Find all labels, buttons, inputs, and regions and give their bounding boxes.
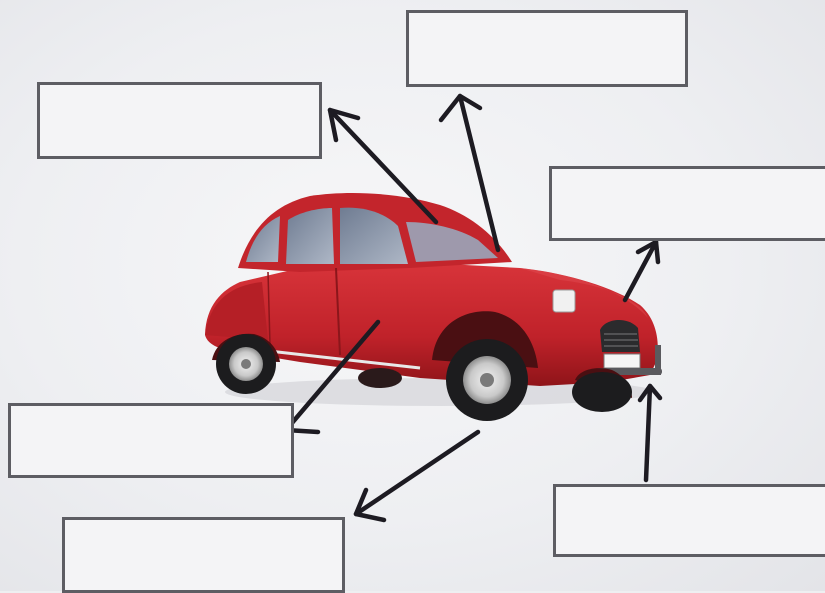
arrow-roof	[327, 107, 439, 225]
headlight	[552, 289, 576, 313]
arrow-headlight	[622, 239, 661, 303]
rear-window	[246, 216, 280, 262]
rear-wheel	[216, 334, 276, 394]
grille	[600, 319, 640, 352]
far-front-wheel	[572, 372, 632, 412]
label-box-windshield[interactable]	[406, 10, 688, 87]
car-body	[205, 262, 658, 386]
side-window-front	[340, 207, 408, 264]
far-rear-wheel	[358, 368, 402, 388]
label-box-rear-wheel[interactable]	[8, 403, 294, 478]
label-box-bumper[interactable]	[553, 484, 825, 557]
label-box-roof[interactable]	[37, 82, 322, 159]
rear-fender	[205, 282, 268, 340]
arrow-front-wheel	[353, 429, 481, 523]
label-box-front-wheel[interactable]	[62, 517, 345, 593]
arrow-bumper	[637, 383, 663, 483]
windshield	[406, 222, 498, 262]
arrow-windshield	[438, 93, 501, 253]
license-plate	[603, 353, 641, 369]
front-wheel	[446, 339, 528, 421]
label-box-headlight[interactable]	[549, 166, 825, 241]
side-window-rear	[286, 208, 334, 264]
car	[205, 193, 662, 406]
